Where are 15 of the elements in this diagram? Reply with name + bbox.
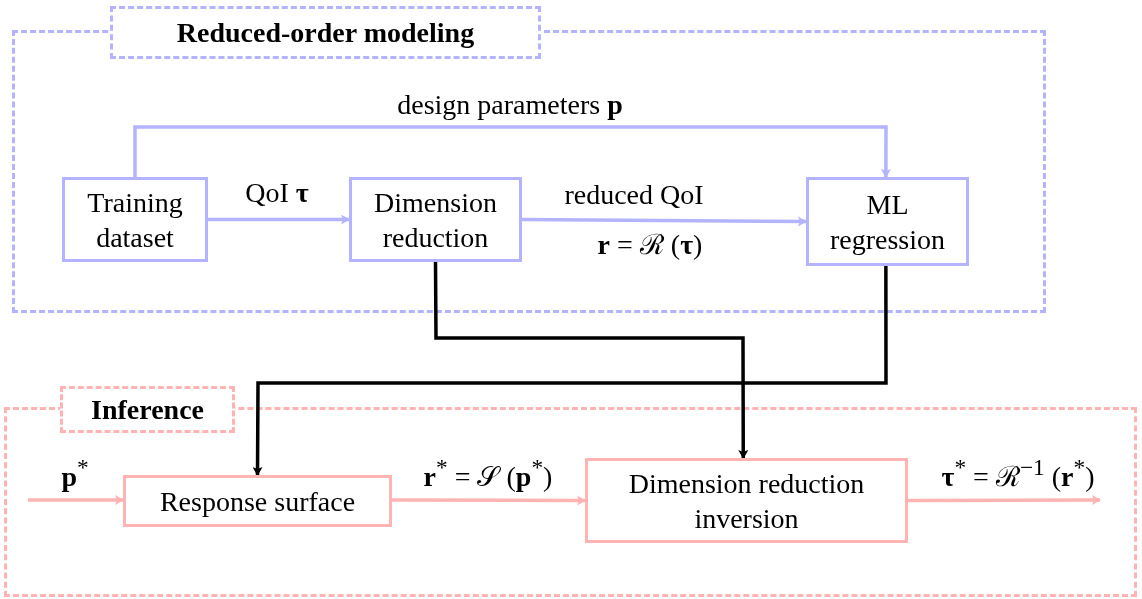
arrow	[133, 125, 891, 178]
arrow	[392, 495, 586, 506]
process-box: Dimension reduction inversion	[585, 458, 908, 543]
process-box: Training dataset	[62, 177, 208, 262]
group-title: Reduced-order modeling	[110, 6, 541, 59]
arrow	[433, 262, 749, 459]
process-box: Dimension reduction	[349, 177, 522, 262]
arrow	[908, 495, 1101, 505]
arrow	[28, 494, 124, 505]
group-title: Inference	[60, 386, 235, 433]
process-box: ML regression	[806, 177, 969, 266]
arrow	[522, 216, 807, 227]
arrow	[208, 214, 350, 225]
arrow	[252, 266, 888, 476]
process-box: Response surface	[123, 475, 392, 527]
